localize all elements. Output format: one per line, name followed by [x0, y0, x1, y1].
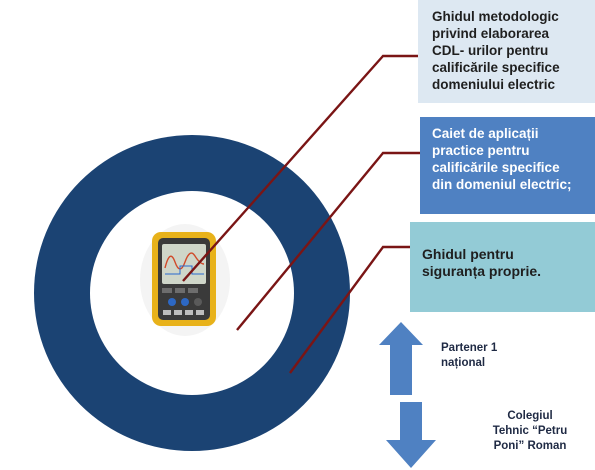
box-methodology-guide: Ghidul metodologic privind elaborarea CD… — [418, 0, 595, 103]
connector-line-2 — [236, 151, 420, 331]
box-safety-guide: Ghidul pentru siguranța proprie. — [410, 222, 595, 312]
connector-lines — [182, 54, 420, 374]
label-partner: Partener 1 național — [441, 342, 498, 369]
box-practical-workbook: Caiet de aplicații practice pentru calif… — [420, 117, 595, 214]
arrow-up — [379, 322, 423, 395]
connector-line-3 — [289, 245, 410, 374]
label-college: Colegiul Tehnic “Petru Poni” Roman — [492, 410, 568, 452]
arrow-down — [386, 402, 436, 468]
connector-line-1 — [182, 54, 418, 282]
